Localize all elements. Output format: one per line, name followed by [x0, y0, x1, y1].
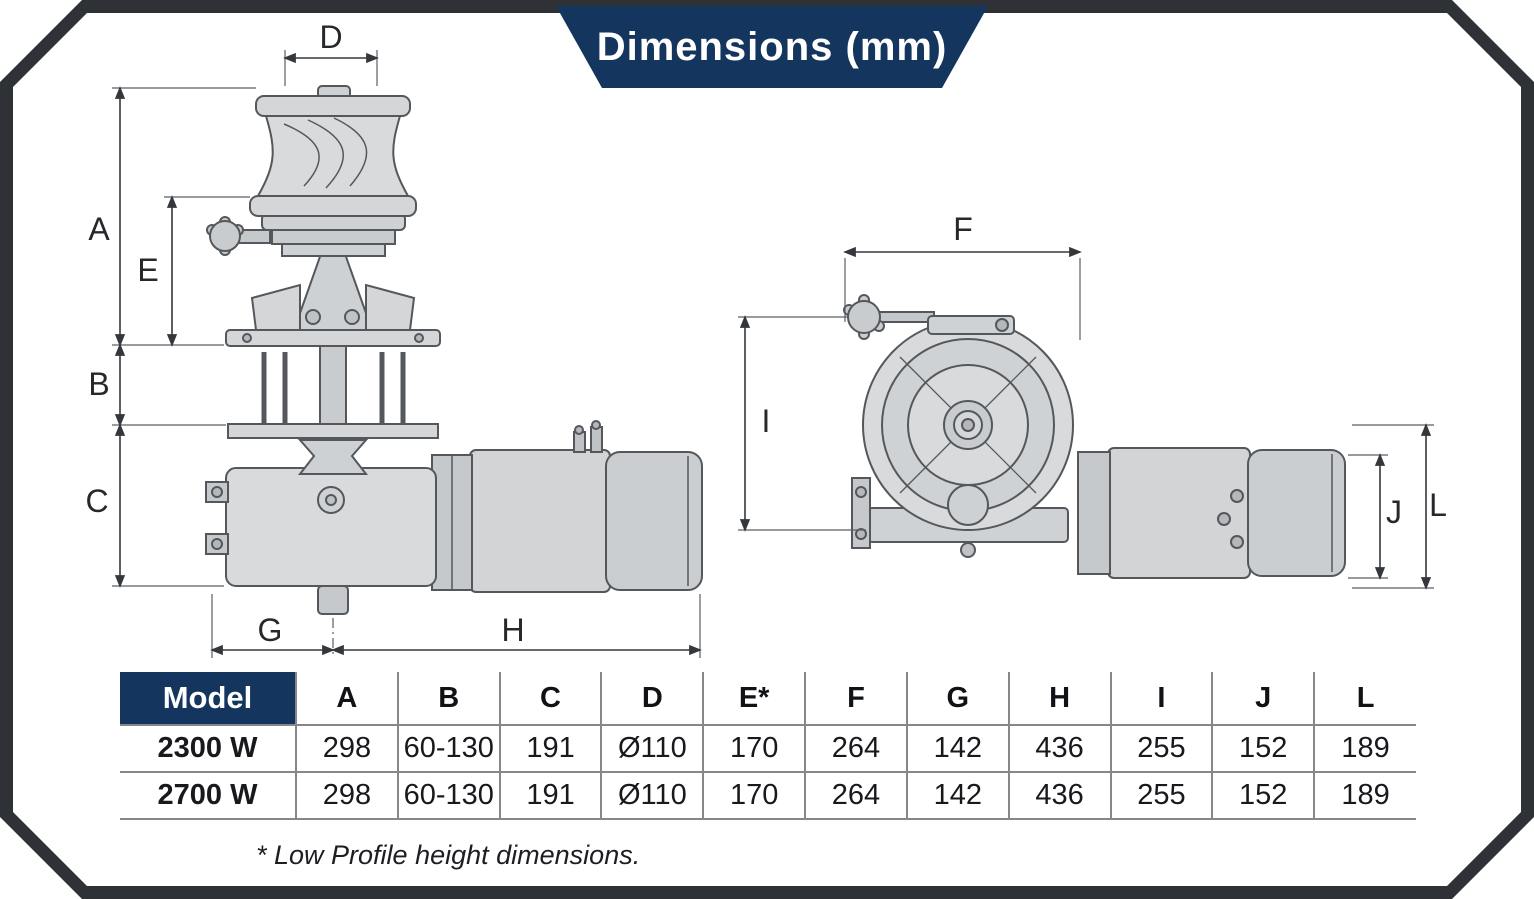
dimensions-table: Model A B C D E* F G H I J L 2300 W 298 … [120, 672, 1416, 820]
dim-label-g: G [258, 612, 283, 648]
dim-label-b: B [88, 366, 109, 402]
dim-label-a: A [88, 211, 110, 247]
table-cell: 436 [1007, 724, 1111, 772]
table-row: 2300 W 298 60-130 191 Ø110 170 264 142 4… [120, 724, 1416, 772]
model-name-cell: 2300 W [120, 724, 296, 772]
table-cell: Ø110 [600, 771, 704, 820]
table-cell: 152 [1211, 771, 1315, 820]
table-cell: 170 [702, 771, 806, 820]
table-cell: 298 [295, 724, 398, 772]
table-header-row: Model A B C D E* F G H I J L [120, 672, 1416, 725]
dim-label-i: I [762, 403, 771, 439]
table-header-cell: G [905, 672, 1009, 725]
table-header-cell: D [600, 672, 704, 725]
table-cell: 264 [804, 724, 907, 772]
table-header-model: Model [120, 672, 296, 725]
dimension-lines [114, 52, 1432, 656]
table-cell: Ø110 [600, 724, 704, 772]
table-cell: 264 [804, 771, 907, 820]
table-header-cell: B [396, 672, 500, 725]
table-header-cell: H [1007, 672, 1111, 725]
dim-label-h: H [501, 612, 524, 648]
dim-label-c: C [85, 483, 108, 519]
table-cell: 60-130 [396, 724, 500, 772]
table-cell: 142 [905, 724, 1009, 772]
dim-label-e: E [137, 252, 158, 288]
footnote: * Low Profile height dimensions. [256, 840, 641, 870]
dim-label-d: D [319, 19, 342, 55]
model-name-cell: 2700 W [120, 771, 296, 820]
table-row: 2700 W 298 60-130 191 Ø110 170 264 142 4… [120, 771, 1416, 820]
table-cell: 60-130 [396, 771, 500, 820]
dim-label-l: L [1429, 487, 1447, 523]
table-cell: 191 [498, 771, 602, 820]
table-cell: 142 [905, 771, 1009, 820]
table-cell: 189 [1313, 724, 1416, 772]
table-cell: 152 [1211, 724, 1315, 772]
table-cell: 191 [498, 724, 602, 772]
title-banner: Dimensions (mm) [556, 6, 988, 88]
dim-label-f: F [953, 211, 973, 247]
table-cell: 255 [1109, 771, 1213, 820]
table-header-cell: A [295, 672, 398, 725]
left-view-drawing [205, 85, 703, 615]
table-cell: 189 [1313, 771, 1416, 820]
table-header-cell: E* [702, 672, 806, 725]
dim-label-j: J [1386, 494, 1402, 530]
dimension-labels: D A E B C G H F I J L [85, 19, 1446, 648]
table-cell: 436 [1007, 771, 1111, 820]
table-header-cell: F [804, 672, 907, 725]
page-title: Dimensions (mm) [596, 24, 948, 69]
table-cell: 255 [1109, 724, 1213, 772]
table-cell: 170 [702, 724, 806, 772]
right-view-drawing [843, 294, 1346, 579]
table-header-cell: L [1313, 672, 1416, 725]
table-cell: 298 [295, 771, 398, 820]
table-header-cell: C [498, 672, 602, 725]
table-header-cell: I [1109, 672, 1213, 725]
table-header-cell: J [1211, 672, 1315, 725]
